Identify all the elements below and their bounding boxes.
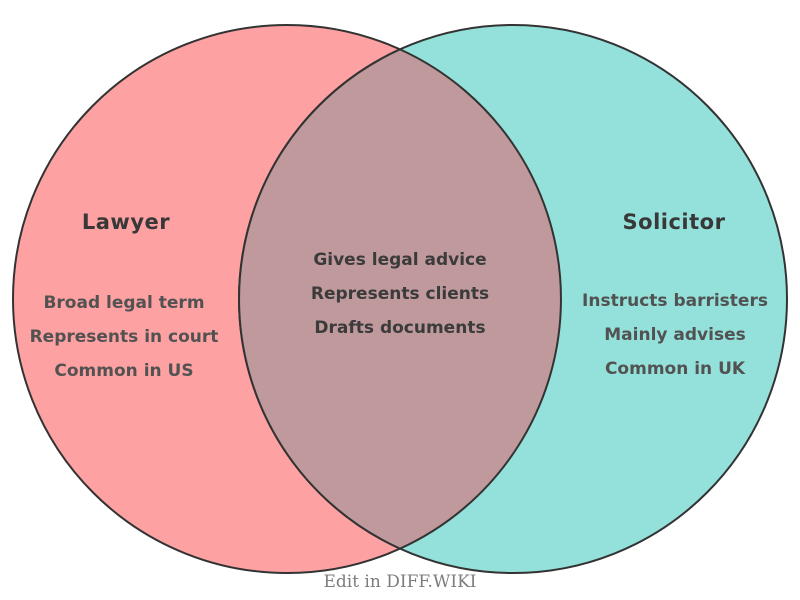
list-item: Represents clients [310,284,490,304]
venn-shapes [12,24,788,574]
list-item: Instructs barristers [582,291,768,311]
overlap-items: Gives legal advice Represents clients Dr… [311,243,489,345]
left-set-title: Lawyer [81,210,171,234]
right-set-items: Instructs barristers Mainly advises Comm… [582,284,768,386]
list-item: Broad legal term [43,293,205,313]
list-item: Gives legal advice [313,250,487,270]
right-set-title: Solicitor [622,210,726,234]
list-item: Mainly advises [604,325,746,345]
edit-link[interactable]: Edit in DIFF.WIKI [323,572,477,592]
list-item: Represents in court [29,327,219,347]
left-set-items: Broad legal term Represents in court Com… [30,286,219,388]
list-item: Common in UK [604,359,746,379]
list-item: Drafts documents [314,318,486,338]
overlap-lens [238,48,562,550]
list-item: Common in US [54,361,194,381]
